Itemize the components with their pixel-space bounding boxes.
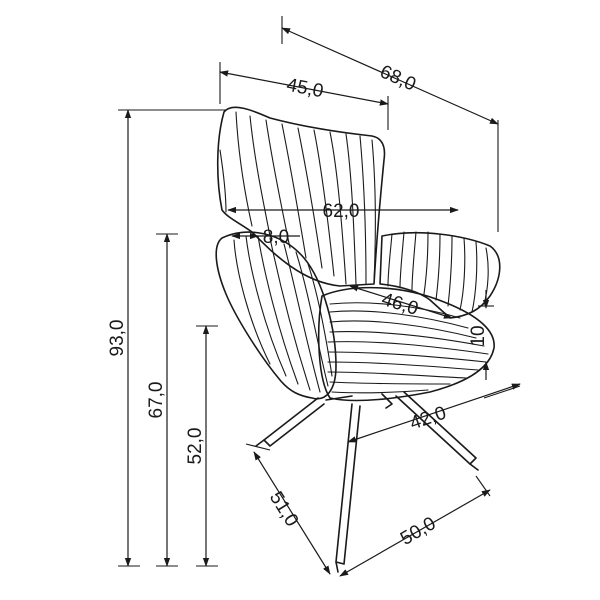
dimension-labels: 68,0 45,0 62,0 8,0 46,0 10 42,0 51,0 50,… (107, 61, 489, 549)
label-overall-width: 62,0 (323, 201, 360, 222)
label-base-width: 50,0 (397, 513, 440, 550)
dim-seat-width-line (349, 285, 453, 319)
label-total-height: 93,0 (107, 320, 128, 357)
dim-back-width-line (219, 70, 389, 106)
left-armrest-pleats (233, 235, 333, 393)
dim-base-width-line (339, 489, 491, 577)
label-seat-depth: 42,0 (407, 403, 449, 435)
label-seat-height: 52,0 (185, 428, 206, 465)
backrest-outline (216, 106, 386, 287)
label-base-depth: 51,0 (265, 488, 302, 530)
label-seat-thickness: 10 (468, 325, 489, 346)
chair-illustration (215, 106, 501, 573)
label-armrest-height: 67,0 (146, 382, 167, 419)
dimension-lines (118, 16, 521, 577)
label-back-width: 45,0 (285, 75, 325, 103)
dim-base-depth-line (253, 451, 331, 575)
dim-seat-depth-line (347, 383, 521, 443)
dim-overall-depth-line (281, 27, 499, 125)
label-armrest-width: 8,0 (263, 227, 289, 248)
label-seat-width: 46,0 (379, 289, 421, 320)
right-armrest-pleats (387, 231, 489, 313)
left-armrest-outline (215, 231, 337, 400)
label-overall-depth: 68,0 (377, 61, 419, 95)
